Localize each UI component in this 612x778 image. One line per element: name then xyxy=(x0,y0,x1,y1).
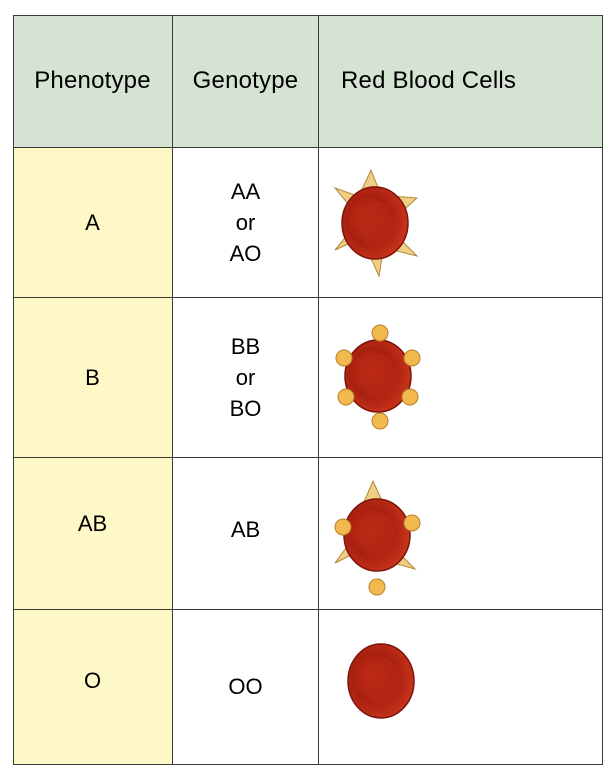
red-blood-cell-a-antigen-icon xyxy=(333,168,419,278)
phenotype-a-cell: A xyxy=(13,148,173,298)
header-cells-label: Red Blood Cells xyxy=(341,67,517,94)
genotype-line: BO xyxy=(229,396,262,422)
genotype-line: AA xyxy=(230,178,261,204)
genotype-line: or xyxy=(235,209,256,235)
header-phenotype: Phenotype xyxy=(13,15,173,148)
genotype-line: OO xyxy=(228,674,263,700)
rbc-ab-cell xyxy=(319,458,603,610)
phenotype-label: B xyxy=(85,364,100,390)
genotype-line: AB xyxy=(230,516,261,542)
rbc-b-cell xyxy=(319,298,603,458)
phenotype-label: O xyxy=(83,668,102,693)
genotype-line: BB xyxy=(230,333,261,359)
phenotype-ab-cell: AB xyxy=(13,458,173,610)
genotype-line: AO xyxy=(229,241,262,267)
rbc-o-cell xyxy=(319,610,603,765)
phenotype-label: A xyxy=(85,209,100,235)
red-blood-cell-no-antigen-icon xyxy=(347,643,415,719)
red-blood-cell-ab-antigen-icon xyxy=(334,479,421,595)
genotype-o-cell: OO xyxy=(173,610,319,765)
red-blood-cell-b-antigen-icon xyxy=(335,324,421,429)
genotype-a-cell: AA or AO xyxy=(173,148,319,298)
blood-type-table: Phenotype Genotype Red Blood Cells A AA … xyxy=(13,15,603,765)
table-top-border xyxy=(13,15,603,16)
header-genotype-label: Genotype xyxy=(192,67,299,94)
genotype-line: or xyxy=(235,364,256,390)
phenotype-b-cell: B xyxy=(13,298,173,458)
rbc-a-cell xyxy=(319,148,603,298)
phenotype-label: AB xyxy=(77,510,108,536)
genotype-b-cell: BB or BO xyxy=(173,298,319,458)
header-phenotype-label: Phenotype xyxy=(34,67,151,94)
phenotype-o-cell: O xyxy=(13,610,173,765)
table-left-border xyxy=(13,15,14,765)
header-red-blood-cells: Red Blood Cells xyxy=(319,15,603,148)
header-genotype: Genotype xyxy=(173,15,319,148)
genotype-ab-cell: AB xyxy=(173,458,319,610)
